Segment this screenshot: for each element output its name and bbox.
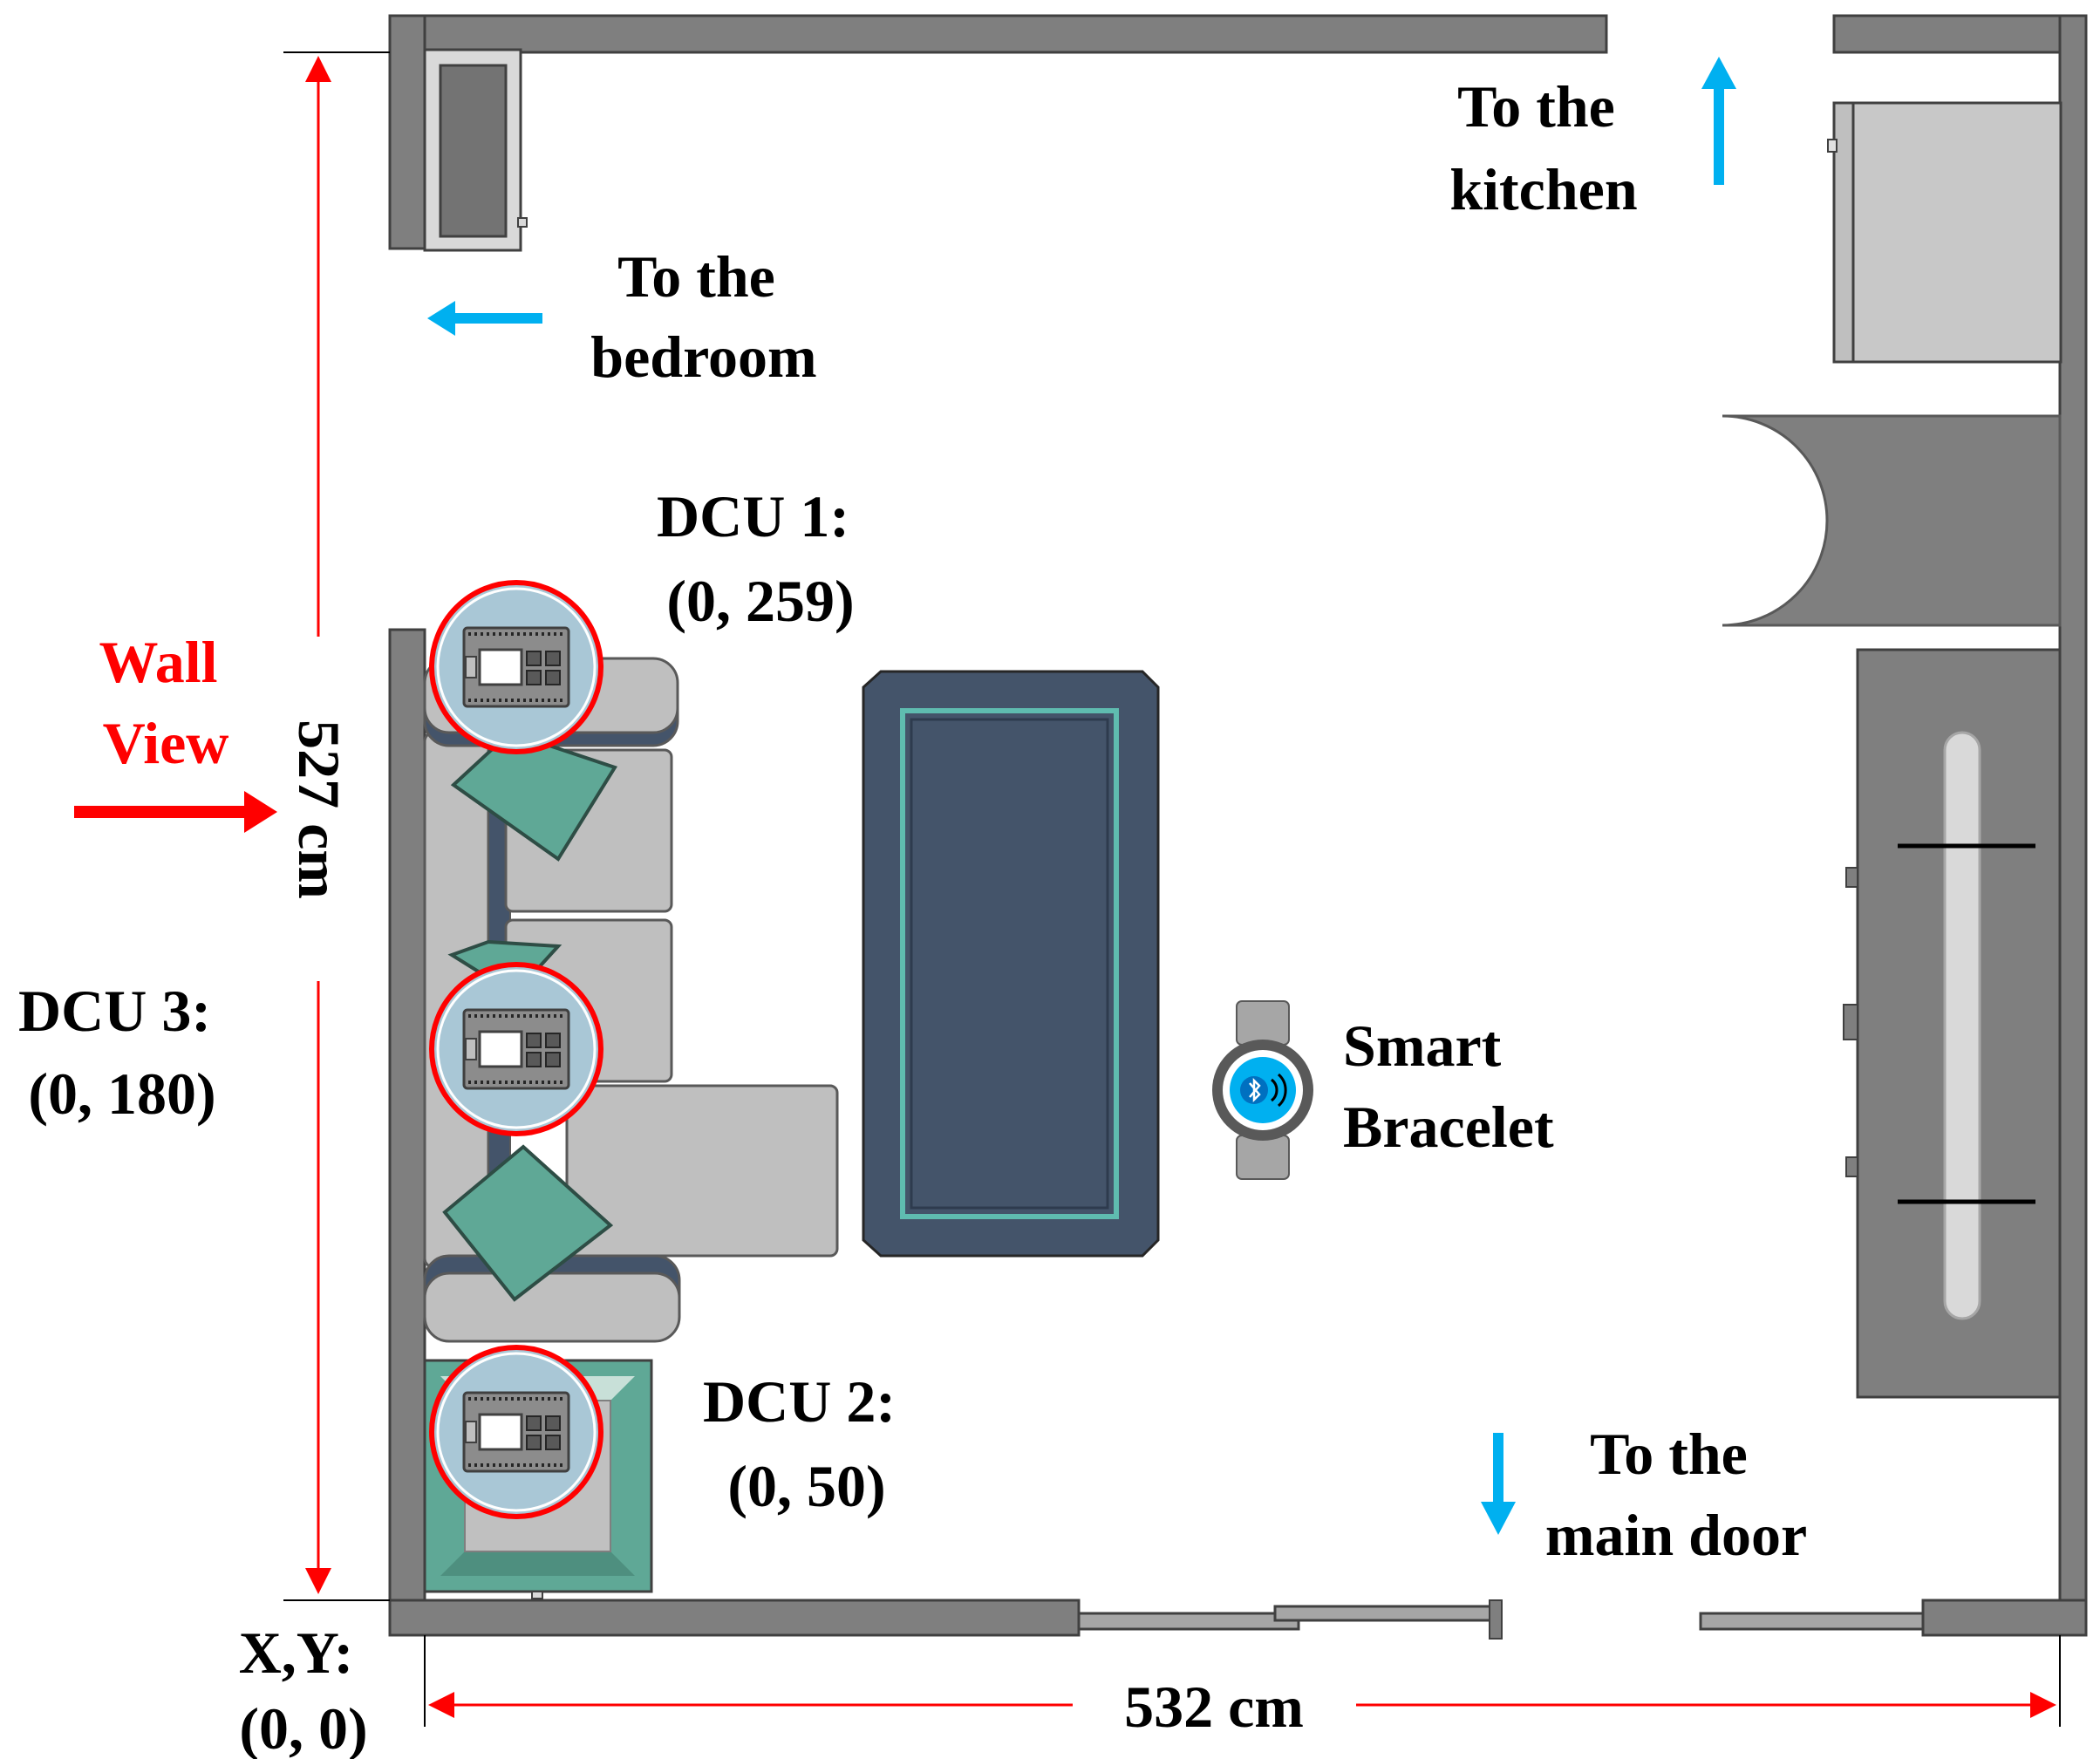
left-wall-upper — [388, 14, 426, 250]
height-dimension — [283, 51, 390, 1601]
kitchen-arrow — [1701, 57, 1736, 185]
dcu-3-label: DCU 3: (0, 180) — [18, 978, 226, 1127]
top-wall-right — [1832, 14, 2065, 54]
sliding-door-3 — [1699, 1612, 1925, 1631]
top-wall-left — [388, 14, 1608, 54]
tv-screen — [1943, 731, 1981, 1320]
sliding-door-2 — [1273, 1605, 1501, 1622]
origin-label: X,Y: (0, 0) — [239, 1619, 369, 1759]
rug — [862, 670, 1160, 1258]
walls — [388, 14, 2088, 1640]
smart-bracelet-icon — [1212, 1000, 1313, 1180]
main-door-arrow — [1481, 1433, 1516, 1535]
sofa — [423, 657, 839, 1343]
wall-view-label: Wall View — [99, 629, 232, 776]
dcu-2-label: DCU 2: (0, 50) — [703, 1368, 910, 1519]
left-wall-lower — [388, 628, 426, 1637]
dcu-1-node — [429, 580, 603, 754]
bedroom-arrow — [427, 301, 542, 336]
pillow-bottom — [442, 1144, 614, 1302]
bedroom-door — [423, 48, 528, 252]
bottom-wall-left — [388, 1599, 1081, 1637]
kitchen-appliance — [1827, 101, 2062, 364]
to-bedroom-label: To the bedroom — [590, 243, 816, 390]
width-dimension — [424, 1635, 2061, 1727]
smart-bracelet-label: Smart Bracelet — [1343, 1012, 1554, 1160]
tv-cabinet — [1843, 648, 2062, 1399]
dcu-2-node — [429, 1345, 603, 1519]
right-wall — [2058, 14, 2088, 1637]
to-kitchen-label: To the kitchen — [1449, 73, 1637, 222]
round-table — [1722, 414, 2062, 627]
bottom-wall-right — [1921, 1599, 2088, 1637]
dcu-3-node — [429, 962, 603, 1136]
door-stop — [1489, 1599, 1503, 1640]
height-dimension-label: 527 cm — [286, 719, 352, 899]
width-dimension-label: 532 cm — [1124, 1674, 1304, 1740]
sliding-door-1 — [1077, 1612, 1300, 1631]
dcu-1-label: DCU 1: (0, 259) — [657, 483, 864, 634]
wall-view-arrow — [74, 791, 277, 833]
bluetooth-icon — [1240, 1073, 1287, 1108]
to-main-door-label: To the main door — [1545, 1421, 1807, 1568]
